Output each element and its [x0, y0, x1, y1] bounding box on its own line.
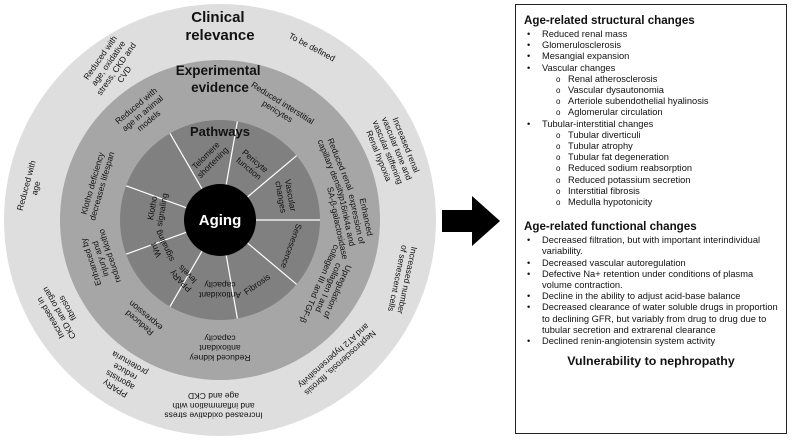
- sub-list-item: Medulla hypotonicity: [524, 197, 778, 208]
- clinical-relevance-title: Clinical relevance: [185, 9, 254, 44]
- list-item: Mesangial expansion: [524, 51, 778, 62]
- aging-center-circle: [184, 184, 256, 256]
- experimental-evidence-label: Reduced kidneyantioxidantcapacity: [189, 333, 251, 363]
- segment-divider: [125, 185, 187, 209]
- functional-changes-heading: Age-related functional changes: [524, 220, 697, 234]
- list-item: Glomerulosclerosis: [524, 40, 778, 51]
- sub-list-item: Renal atherosclerosis: [524, 74, 778, 85]
- list-item: Decline in the ability to adjust acid-ba…: [524, 291, 778, 302]
- segment-divider: [225, 121, 238, 185]
- clinical-relevance-label: Increased oxidative stressand inflammati…: [164, 391, 262, 421]
- list-item: Tubular-interstitial changes: [524, 119, 778, 130]
- segment-dividers: [125, 121, 320, 319]
- kidney-aging-changes-panel: Age-related structural changes Reduced r…: [515, 4, 787, 434]
- list-item: Declined renin-angiotensin system activi…: [524, 336, 778, 347]
- sub-list-item: Interstitial fibrosis: [524, 186, 778, 197]
- sub-list-item: Tubular fat degeneration: [524, 152, 778, 163]
- clinical-relevance-labels: Reduced withage, oxidativestress, CKD an…: [15, 31, 422, 421]
- list-item: Decreased vascular autoregulation: [524, 258, 778, 269]
- segment-divider: [169, 133, 203, 190]
- sub-list-item: Tubular atrophy: [524, 141, 778, 152]
- structural-changes-list: Reduced renal mass Glomerulosclerosis Me…: [524, 29, 778, 208]
- sub-list-item: Reduced potassium secretion: [524, 175, 778, 186]
- pathway-label: Antioxidantcapacity: [198, 280, 241, 300]
- segment-divider: [247, 242, 297, 285]
- sub-list-item: Arteriole subendothelial hyalinosis: [524, 96, 778, 107]
- list-item: Decreased filtration, but with important…: [524, 235, 778, 257]
- sub-list-item: Aglomerular circulation: [524, 107, 778, 118]
- pathways-title: Pathways: [190, 124, 250, 139]
- aging-circular-diagram: Aging Clinical relevance Experimental ev…: [4, 4, 436, 436]
- vulnerability-conclusion: Vulnerability to nephropathy: [567, 354, 735, 369]
- functional-changes-list: Decreased filtration, but with important…: [524, 235, 778, 347]
- sub-list-item: Tubular diverticuli: [524, 130, 778, 141]
- experimental-evidence-title: Experimental evidence: [176, 63, 265, 95]
- right-arrow-icon: [442, 196, 500, 246]
- segment-divider: [169, 250, 203, 307]
- segment-divider: [247, 155, 297, 198]
- list-item: Vascular changes: [524, 63, 778, 74]
- segment-divider: [225, 255, 238, 319]
- sub-list-item: Reduced sodium reabsorption: [524, 163, 778, 174]
- segment-divider: [125, 231, 187, 255]
- list-item: Reduced renal mass: [524, 29, 778, 40]
- sub-list-item: Vascular dysautonomia: [524, 85, 778, 96]
- right-arrow-shape: [442, 196, 500, 246]
- structural-changes-heading: Age-related structural changes: [524, 14, 695, 27]
- aging-label: Aging: [199, 212, 242, 229]
- list-item: Decreased clearance of water soluble dru…: [524, 302, 778, 336]
- list-item: Defective Na+ retention under conditions…: [524, 269, 778, 291]
